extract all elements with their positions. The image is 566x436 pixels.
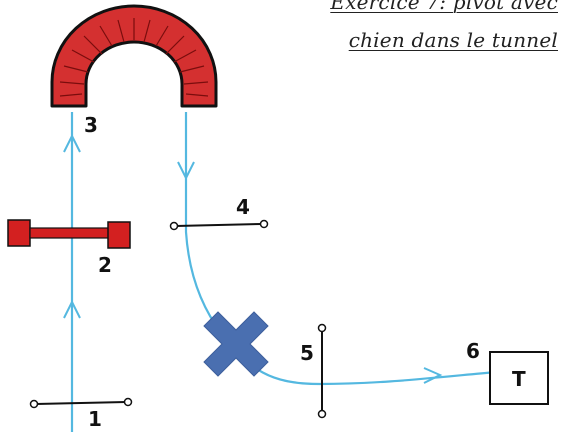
obstacle-6-label: 6 [466,339,480,363]
obstacle-1-label: 1 [88,407,102,431]
tunnel-obstacle: 3 [50,4,218,137]
bar-jump-obstacle: 2 [7,219,131,277]
hurdle-1-obstacle: 1 [29,397,133,431]
obstacle-2-label: 2 [98,253,112,277]
table-label: T [512,367,526,391]
jump-bar [29,227,111,239]
handler-x-marker [203,311,269,377]
path-arrow-down [177,161,195,181]
jump-right-wing [107,221,131,249]
hurdle-4-obstacle: 4 [169,195,269,231]
exercise-title: Exercice 7: pivot avec [330,0,558,14]
obstacle-3-label: 3 [84,113,98,137]
obstacle-5-label: 5 [300,341,314,365]
obstacle-4-label: 4 [236,195,250,219]
tunnel-hatching [59,18,209,97]
path-arrow-right [423,367,443,384]
tunnel-body [50,4,218,108]
path-arrow-up-2 [63,299,81,319]
exercise-subtitle: chien dans le tunnel [348,28,558,52]
path-segment-down [184,112,497,386]
table-obstacle: T 6 [466,339,549,405]
jump-left-wing [7,219,31,247]
dog-path [63,112,497,432]
path-arrow-up-1 [63,133,81,153]
hurdle-5-obstacle: 5 [300,323,327,419]
table-box [489,351,549,405]
